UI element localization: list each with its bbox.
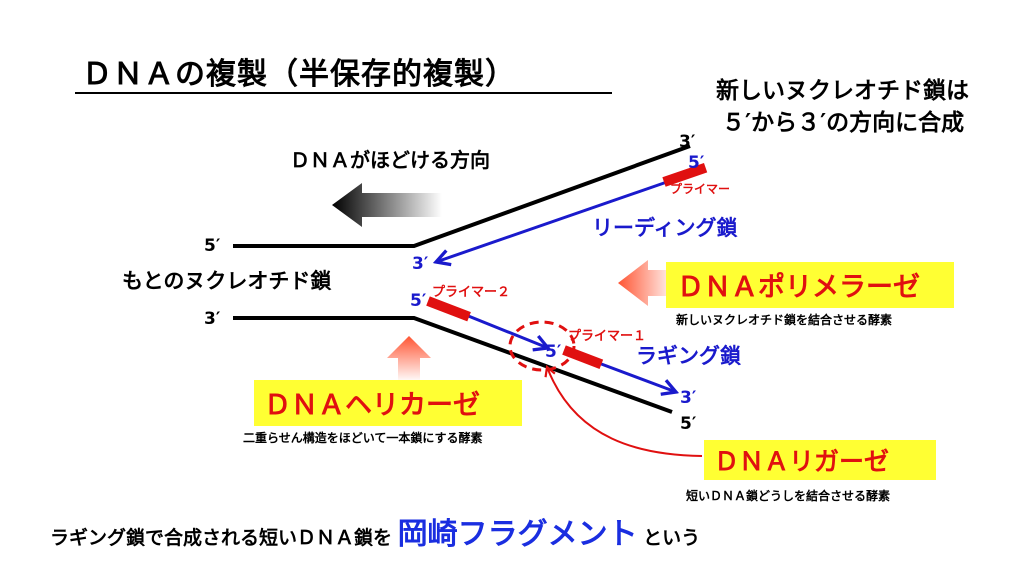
lagging-strand-label: ラギング鎖 [636,344,742,368]
okazaki-fragment-term: 岡崎フラグメント [398,517,638,552]
polymerase-label-box [666,262,954,308]
top-strand-3prime-label: 3′ [679,132,696,152]
polymerase-pointer-arrow [618,260,676,306]
parent-strand-bottom [233,316,673,414]
leading-primer-label: プライマー [670,181,730,196]
ligase-label-box [704,440,936,480]
polymerase-description: 新しいヌクレオチド鎖を結合させる酵素 [676,312,892,327]
leading-3prime-label: 3′ [412,254,429,274]
original-strand-label: もとのヌクレオチド鎖 [122,269,332,293]
unwind-direction-label: ＤＮＡがほどける方向 [290,148,490,172]
ligase-description: 短いＤＮＡ鎖どうしを結合させる酵素 [686,488,890,503]
lagging-primer-1[interactable] [562,345,604,370]
helicase-name: ＤＮＡヘリカーゼ [264,390,480,421]
helicase-description: 二重らせん構造をほどいて一本鎖にする酵素 [243,430,483,445]
bottom-strand-3prime-label: 3′ [204,309,221,329]
lagging-primer-1-label: プライマー１ [568,329,646,344]
leading-strand[interactable] [436,172,691,262]
ligation-site-circle[interactable] [508,320,576,372]
okazaki-fragment-sentence: ラギング鎖で合成される短いＤＮＡ鎖を 岡崎フラグメント という [50,517,700,552]
polymerase-name: ＤＮＡポリメラーゼ [677,272,920,303]
parent-strand-top [233,144,691,248]
lagging-primer-2-label: プライマー２ [432,285,510,300]
leading-5prime-label: 5′ [688,153,705,173]
leading-primer[interactable] [662,162,708,187]
ligase-pointer-arrow [547,367,703,457]
bottom-strand-5prime-label: 5′ [680,414,697,434]
page-title: ＤＮＡの複製（半保存的複製） [82,57,516,92]
lagging-3prime-label: 3′ [680,388,697,408]
lagging-fragment-1[interactable] [595,360,676,392]
unwind-direction-arrow [332,183,442,227]
footer-prefix: ラギング鎖で合成される短いＤＮＡ鎖を [50,526,392,549]
lagging-5prime-label-b: 5′ [545,342,562,362]
helicase-label-box [254,380,522,426]
leading-strand-label: リーディング鎖 [592,216,739,240]
ligase-name: ＤＮＡリガーゼ [714,447,889,476]
footer-suffix: という [643,527,700,549]
helicase-pointer-arrow [387,336,431,382]
note-line-1: 新しいヌクレオチド鎖は [716,77,969,104]
lagging-primer-2[interactable] [426,296,471,322]
lagging-5prime-label-a: 5′ [410,291,427,311]
top-strand-5prime-label: 5′ [204,236,221,256]
note-line-2: ５′から３′の方向に合成 [722,109,964,136]
